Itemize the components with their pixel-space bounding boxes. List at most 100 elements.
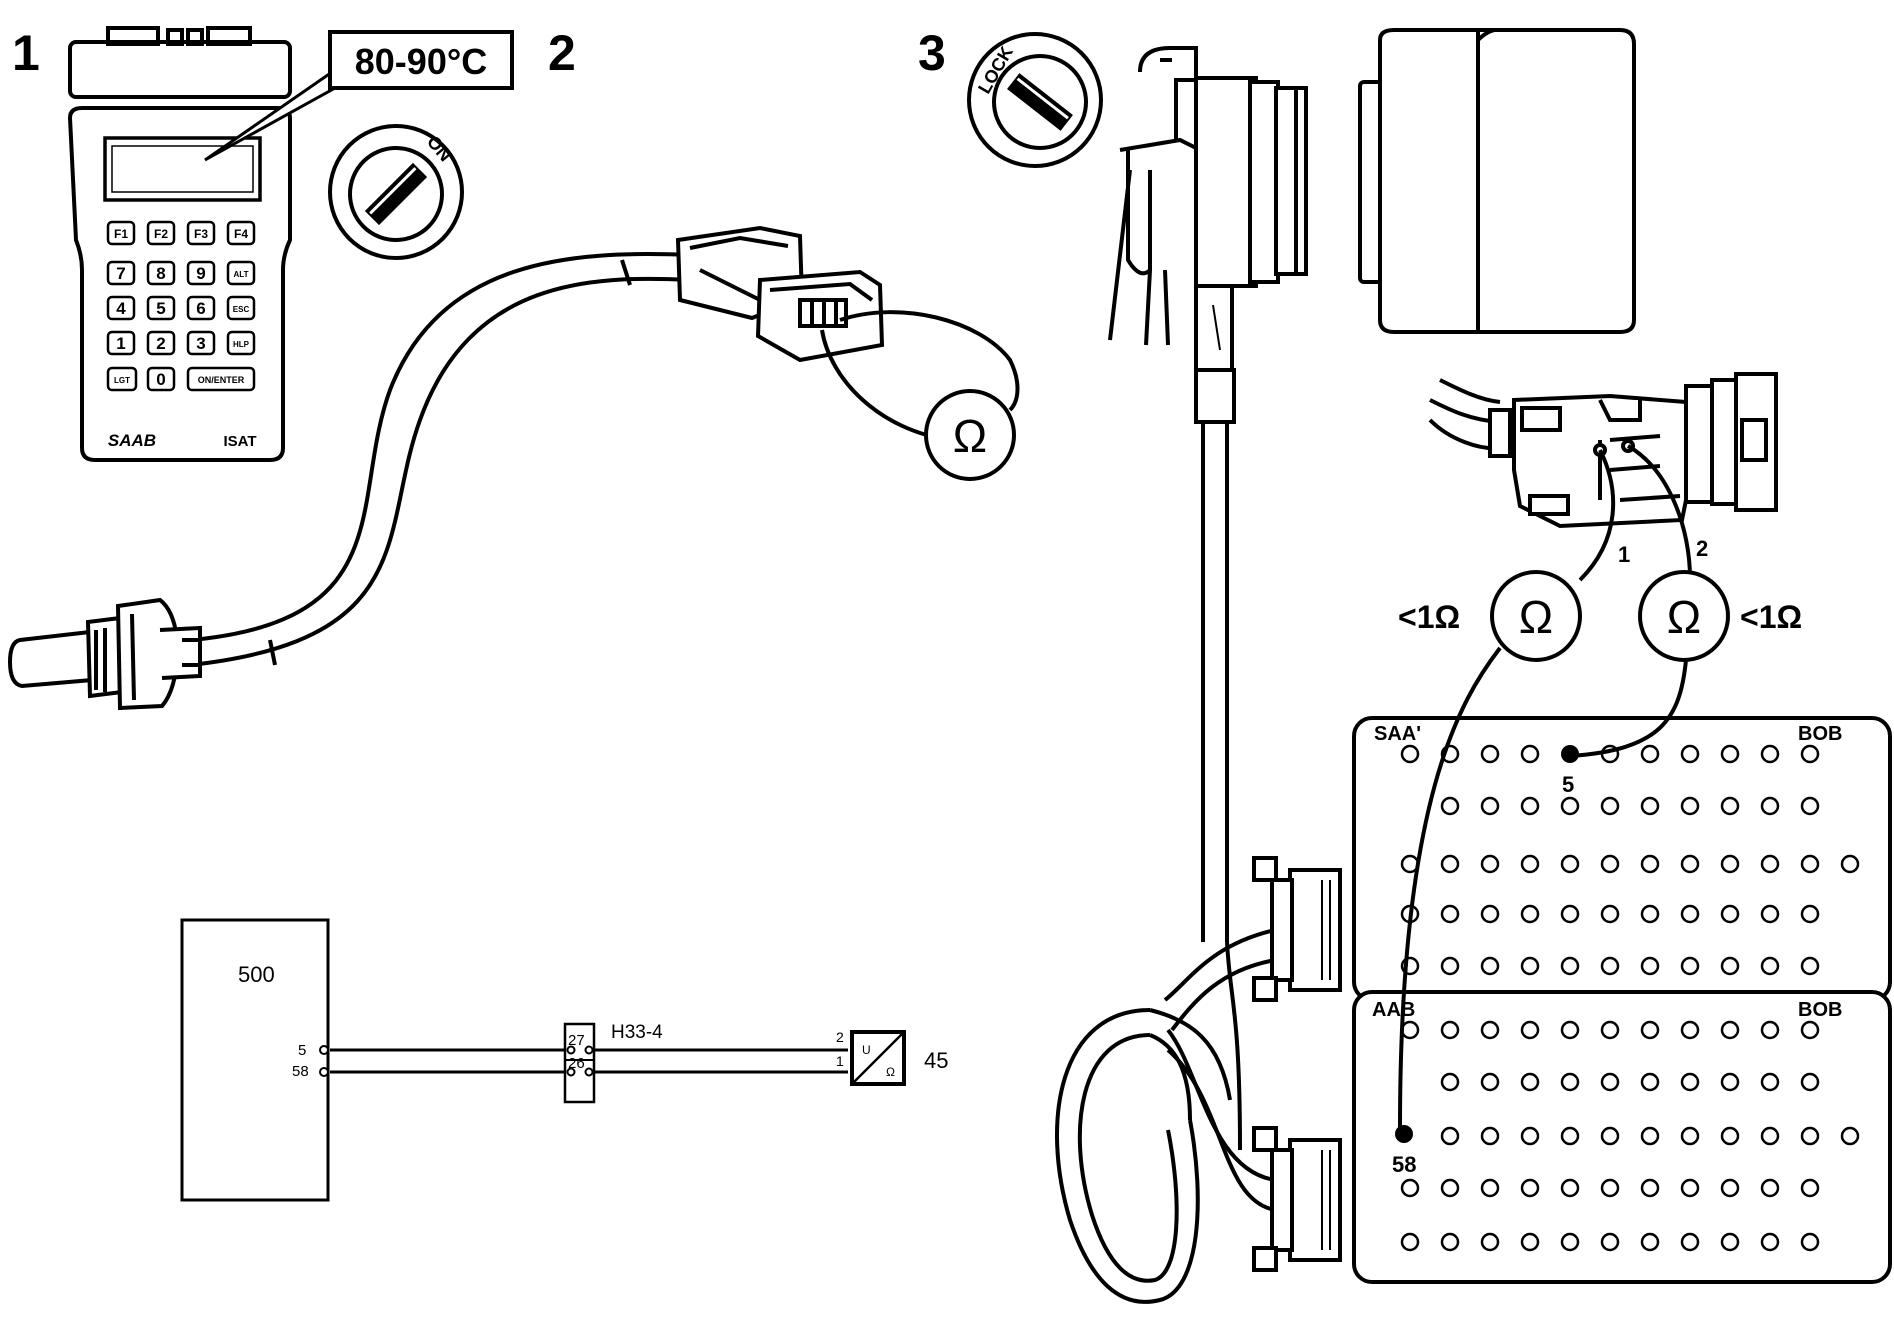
sensor-u-label: U bbox=[862, 1043, 871, 1057]
key-hlp[interactable] bbox=[226, 330, 256, 356]
bob-pin-hole bbox=[1560, 1020, 1580, 1040]
bob-pin-hole bbox=[1720, 1126, 1740, 1146]
ecu-module bbox=[1358, 28, 1636, 334]
bob-pin-hole bbox=[1720, 956, 1740, 976]
bob-pin-hole bbox=[1680, 1020, 1700, 1040]
bob-pin-hole bbox=[1800, 744, 1820, 764]
key-6-label: 6 bbox=[196, 299, 205, 318]
key-1[interactable] bbox=[106, 330, 136, 356]
key-f2[interactable] bbox=[146, 220, 176, 246]
key-9[interactable] bbox=[186, 260, 216, 286]
probe-leads bbox=[1398, 444, 1692, 1129]
bob-pin-hole bbox=[1480, 796, 1500, 816]
bob-pin-hole bbox=[1640, 1020, 1660, 1040]
ohmmeter-step-2: Ω bbox=[924, 389, 1016, 481]
key-8[interactable] bbox=[146, 260, 176, 286]
bob-lower-cable-connector bbox=[1252, 1126, 1342, 1272]
tester-model: ISAT bbox=[223, 433, 256, 450]
connector-h33-4-label: H33-4 bbox=[611, 1022, 663, 1043]
bob-pin-hole bbox=[1440, 904, 1460, 924]
key-esc[interactable] bbox=[226, 295, 256, 321]
key-f4-label: F4 bbox=[234, 227, 248, 241]
tester-display bbox=[103, 136, 262, 202]
bob-pin-hole bbox=[1680, 796, 1700, 816]
bob-pin-hole bbox=[1440, 854, 1460, 874]
bob-pin-hole bbox=[1440, 956, 1460, 976]
schematic-pin-58: 58 bbox=[292, 1063, 309, 1080]
control-unit-box bbox=[180, 918, 330, 1202]
bob-pin-hole bbox=[1400, 1232, 1420, 1252]
sensor-pin-1: 1 bbox=[836, 1053, 844, 1069]
key-alt[interactable] bbox=[226, 260, 256, 286]
bob-pin-hole bbox=[1400, 744, 1420, 764]
bob-pin-hole bbox=[1720, 1232, 1740, 1252]
key-5[interactable] bbox=[146, 295, 176, 321]
step-3-number: 3 bbox=[918, 25, 946, 81]
bob-pin-hole bbox=[1840, 854, 1860, 874]
bob-pin-holes bbox=[1400, 744, 1860, 1252]
bob-pin-hole bbox=[1800, 1232, 1820, 1252]
bob-pin-hole bbox=[1680, 904, 1700, 924]
bob-pin-hole bbox=[1760, 1072, 1780, 1092]
ohmmeter-left: Ω bbox=[1490, 570, 1582, 662]
ignition-switch-lock: LOCK bbox=[967, 32, 1103, 168]
control-unit-label: 500 bbox=[238, 962, 275, 987]
ignition-switch-on: ON bbox=[328, 124, 464, 260]
bob-pin-hole bbox=[1520, 956, 1540, 976]
bob-pin-hole bbox=[1720, 854, 1740, 874]
bob-pin-hole bbox=[1560, 854, 1580, 874]
bob-pin-hole bbox=[1800, 1126, 1820, 1146]
key-4[interactable] bbox=[106, 295, 136, 321]
temperature-value: 80-90°C bbox=[355, 41, 487, 82]
breakout-box-lower bbox=[1352, 990, 1892, 1284]
bob-pin-hole bbox=[1680, 1232, 1700, 1252]
key-f2-label: F2 bbox=[154, 227, 168, 241]
key-f3[interactable] bbox=[186, 220, 216, 246]
key-6[interactable] bbox=[186, 295, 216, 321]
key-f4[interactable] bbox=[226, 220, 256, 246]
bob-upper-brand: SAA' bbox=[1374, 723, 1421, 745]
tester-cable-plug bbox=[68, 26, 292, 99]
bob-pin-hole bbox=[1400, 1178, 1420, 1198]
resistance-spec-right: <1Ω bbox=[1740, 599, 1802, 635]
ohmmeter-symbol-left: Ω bbox=[1519, 591, 1553, 643]
bob-pin-hole bbox=[1760, 1020, 1780, 1040]
bob-pin-hole bbox=[1760, 1232, 1780, 1252]
key-1-label: 1 bbox=[116, 334, 125, 353]
probe-tip-5-icon bbox=[1561, 745, 1579, 763]
key-0[interactable] bbox=[146, 366, 176, 392]
bob-pin-hole bbox=[1520, 1020, 1540, 1040]
key-4-label: 4 bbox=[116, 299, 126, 318]
key-2[interactable] bbox=[146, 330, 176, 356]
key-enter[interactable] bbox=[186, 366, 256, 392]
bob-pin-hole bbox=[1520, 744, 1540, 764]
key-lgt[interactable] bbox=[106, 366, 138, 392]
tester-brand: SAAB bbox=[108, 431, 156, 450]
bob-pin-hole bbox=[1600, 854, 1620, 874]
harness-connector bbox=[1428, 372, 1778, 529]
bob-pin-hole bbox=[1720, 1072, 1740, 1092]
bob-pin-hole bbox=[1600, 1232, 1620, 1252]
bob-pin-hole bbox=[1560, 1232, 1580, 1252]
key-3[interactable] bbox=[186, 330, 216, 356]
bob-pin-hole bbox=[1800, 904, 1820, 924]
key-7[interactable] bbox=[106, 260, 136, 286]
bob-pin-hole bbox=[1520, 1126, 1540, 1146]
bob-pin-hole bbox=[1720, 1178, 1740, 1198]
step-2-group: 2 bbox=[7, 25, 1020, 711]
bob-pin-hole bbox=[1480, 956, 1500, 976]
bob-pin-5-label: 5 bbox=[1562, 772, 1574, 797]
bob-pin-hole bbox=[1600, 1020, 1620, 1040]
bob-upper-label: BOB bbox=[1798, 723, 1842, 745]
bob-pin-hole bbox=[1680, 956, 1700, 976]
bob-pin-hole bbox=[1640, 744, 1660, 764]
temperature-callout: 80-90°C bbox=[204, 30, 514, 162]
bob-pin-hole bbox=[1560, 956, 1580, 976]
bob-pin-hole bbox=[1600, 1126, 1620, 1146]
bob-pin-hole bbox=[1640, 854, 1660, 874]
bob-pin-hole bbox=[1480, 1126, 1500, 1146]
key-lgt-label: LGT bbox=[114, 376, 130, 385]
bob-pin-hole bbox=[1520, 1178, 1540, 1198]
key-f1[interactable] bbox=[106, 220, 136, 246]
